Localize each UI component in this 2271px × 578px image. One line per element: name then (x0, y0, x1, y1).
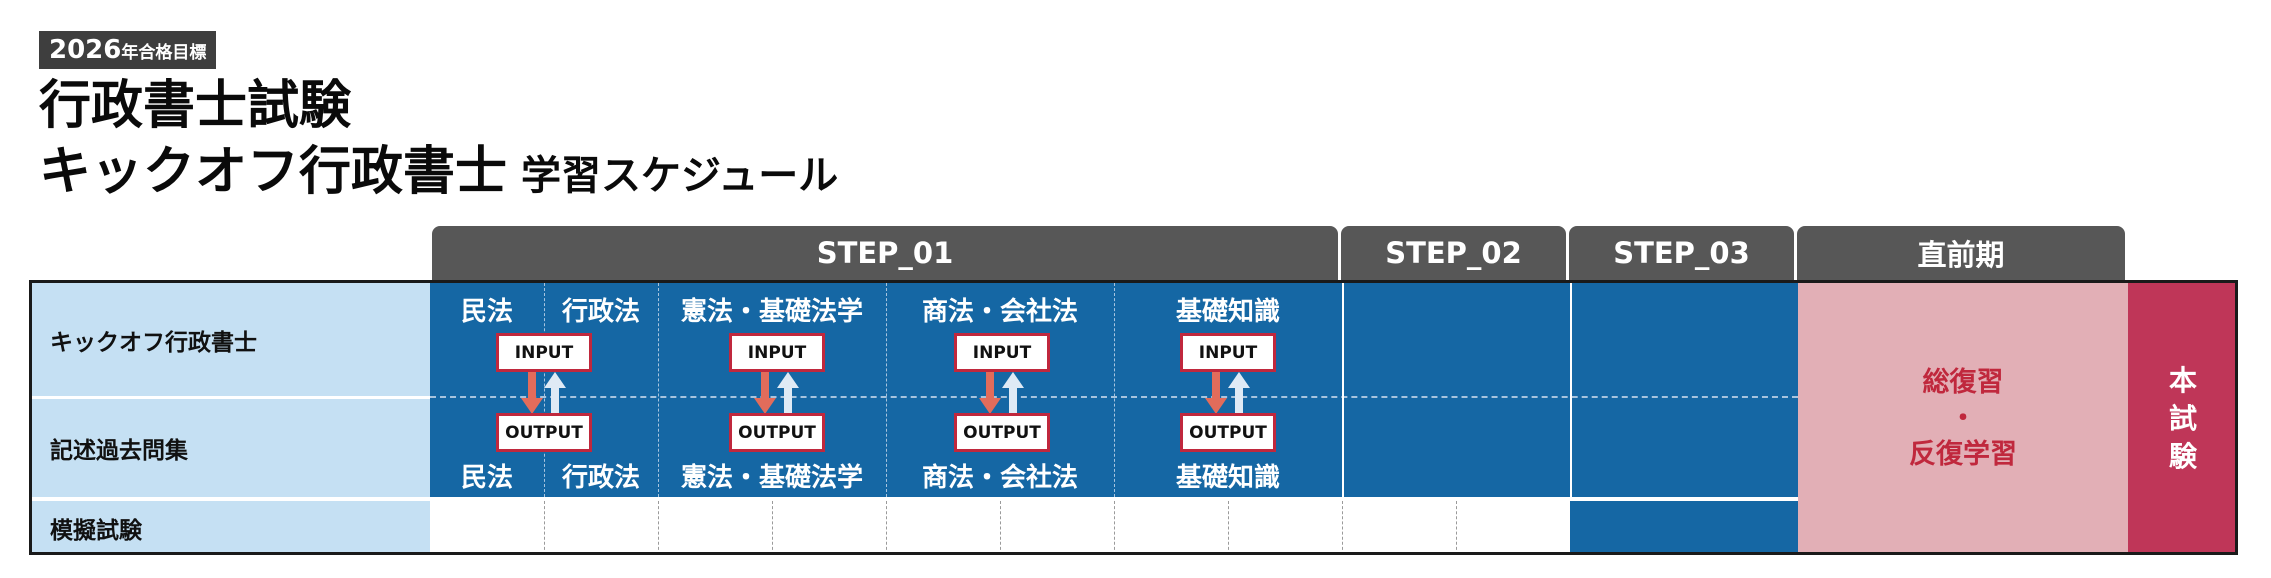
row-label-mock-exam: 模擬試験 (32, 501, 430, 552)
output-box: OUTPUT (496, 413, 592, 452)
main-exam-block: 本 試 験 (2128, 283, 2235, 552)
final-period-header: 直前期 (1797, 226, 2125, 280)
subject-kiso-top: 基礎知識 (1175, 297, 1280, 327)
input-box: INPUT (1180, 333, 1276, 372)
input-box: INPUT (496, 333, 592, 372)
subject-kenpo-bottom: 憲法・基礎法学 (680, 463, 863, 493)
year-suffix: 年合格目標 (121, 43, 207, 63)
flow-arrows-icon (754, 372, 799, 414)
subject-minpo-bottom: 民法 (460, 463, 513, 493)
step-02-header: STEP_02 (1341, 226, 1566, 280)
page-title: 行政書士試験 (39, 76, 352, 136)
course-name: キックオフ行政書士 (39, 142, 508, 202)
review-line1: 総復習 (1922, 367, 2004, 398)
output-box: OUTPUT (1180, 413, 1276, 452)
subject-kiso-bottom: 基礎知識 (1175, 463, 1280, 493)
subject-kenpo-top: 憲法・基礎法学 (680, 297, 863, 327)
row-label-kickoff: キックオフ行政書士 (32, 283, 430, 396)
subject-minpo-top: 民法 (460, 297, 513, 327)
input-box: INPUT (954, 333, 1050, 372)
review-line2: 反復学習 (1909, 439, 2017, 470)
subject-shoho-bottom: 商法・会社法 (921, 463, 1078, 493)
output-box: OUTPUT (729, 413, 825, 452)
subject-shoho-top: 商法・会社法 (921, 297, 1078, 327)
flow-arrows-icon (979, 372, 1024, 414)
output-box: OUTPUT (954, 413, 1050, 452)
input-box: INPUT (729, 333, 825, 372)
course-title: キックオフ行政書士学習スケジュール (39, 140, 838, 208)
target-year-badge: 2026 年合格目標 (39, 31, 217, 69)
flow-arrows-icon (1205, 372, 1250, 414)
step-03-header: STEP_03 (1569, 226, 1794, 280)
exam-char-3: 験 (2168, 440, 2197, 473)
subject-gyoseiho-top: 行政法 (561, 297, 640, 327)
exam-char-2: 試 (2168, 402, 2197, 435)
step-01-header: STEP_01 (432, 226, 1338, 280)
step03-mock-cell (1570, 501, 1798, 552)
flow-arrows-icon (521, 372, 566, 414)
row-label-kijutsu: 記述過去問集 (32, 399, 430, 497)
review-dot: ・ (1949, 403, 1977, 434)
final-review-block: 総復習 ・ 反復学習 (1798, 283, 2128, 552)
schedule-label: 学習スケジュール (521, 153, 839, 199)
exam-char-1: 本 (2168, 364, 2197, 397)
subject-gyoseiho-bottom: 行政法 (561, 463, 640, 493)
year-number: 2026 (49, 35, 122, 65)
schedule-table: キックオフ行政書士 記述過去問集 模擬試験 民法 行政法 憲法・基礎法学 商法・… (29, 280, 2238, 555)
